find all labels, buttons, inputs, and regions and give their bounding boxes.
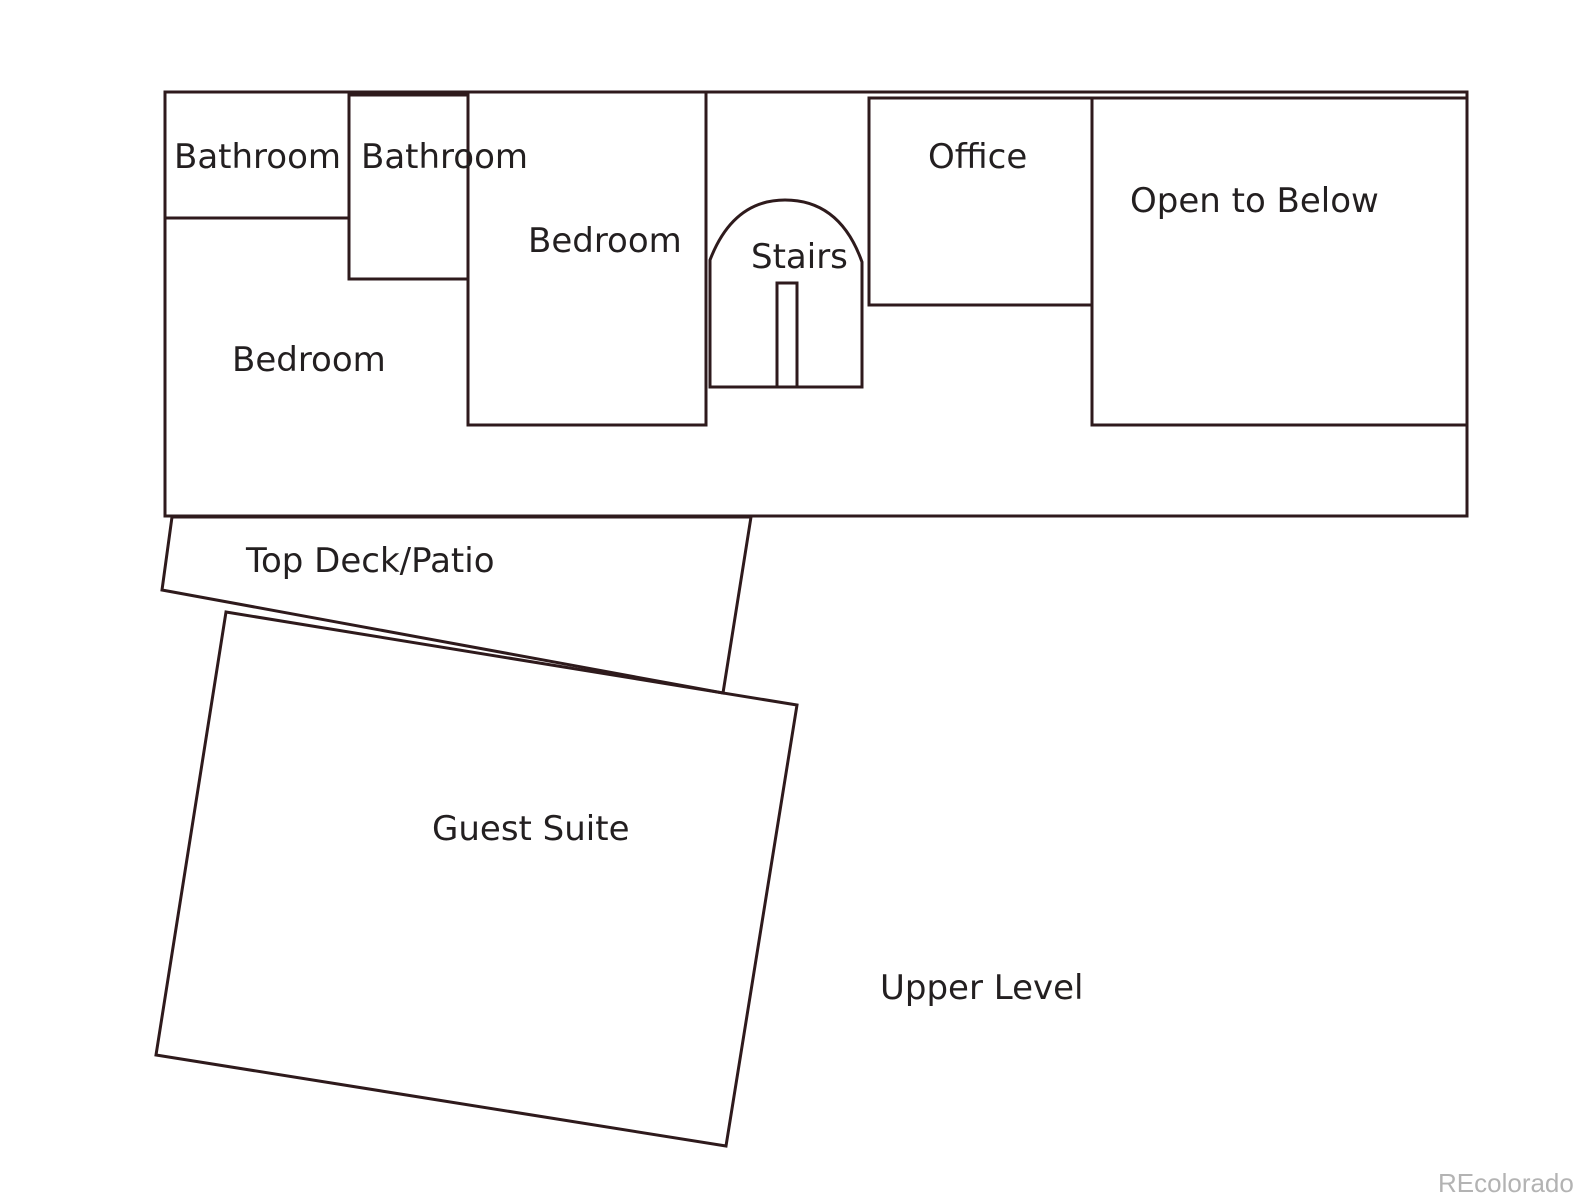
stairs-label: Stairs xyxy=(751,237,848,277)
office-walls xyxy=(867,96,1094,307)
guest-suite-outline xyxy=(154,610,799,1148)
bathroom-1-label: Bathroom xyxy=(174,137,341,177)
stairs-outline xyxy=(708,198,864,389)
bedroom-2-label: Bedroom xyxy=(528,221,682,261)
office-label: Office xyxy=(928,137,1027,177)
stairs-landing xyxy=(775,281,799,389)
bathroom-2-label: Bathroom xyxy=(361,137,528,177)
open-to-below-walls xyxy=(1090,96,1469,427)
watermark: REcolorado xyxy=(1438,1168,1574,1198)
bedroom-1-label: Bedroom xyxy=(232,340,386,380)
open-to-below-label: Open to Below xyxy=(1130,181,1379,221)
bathroom-2-walls xyxy=(347,93,470,281)
top-deck-label: Top Deck/Patio xyxy=(245,541,495,581)
level-label: Upper Level xyxy=(880,968,1084,1008)
guest-suite-label: Guest Suite xyxy=(432,809,630,849)
bedroom-2-walls xyxy=(466,90,708,427)
